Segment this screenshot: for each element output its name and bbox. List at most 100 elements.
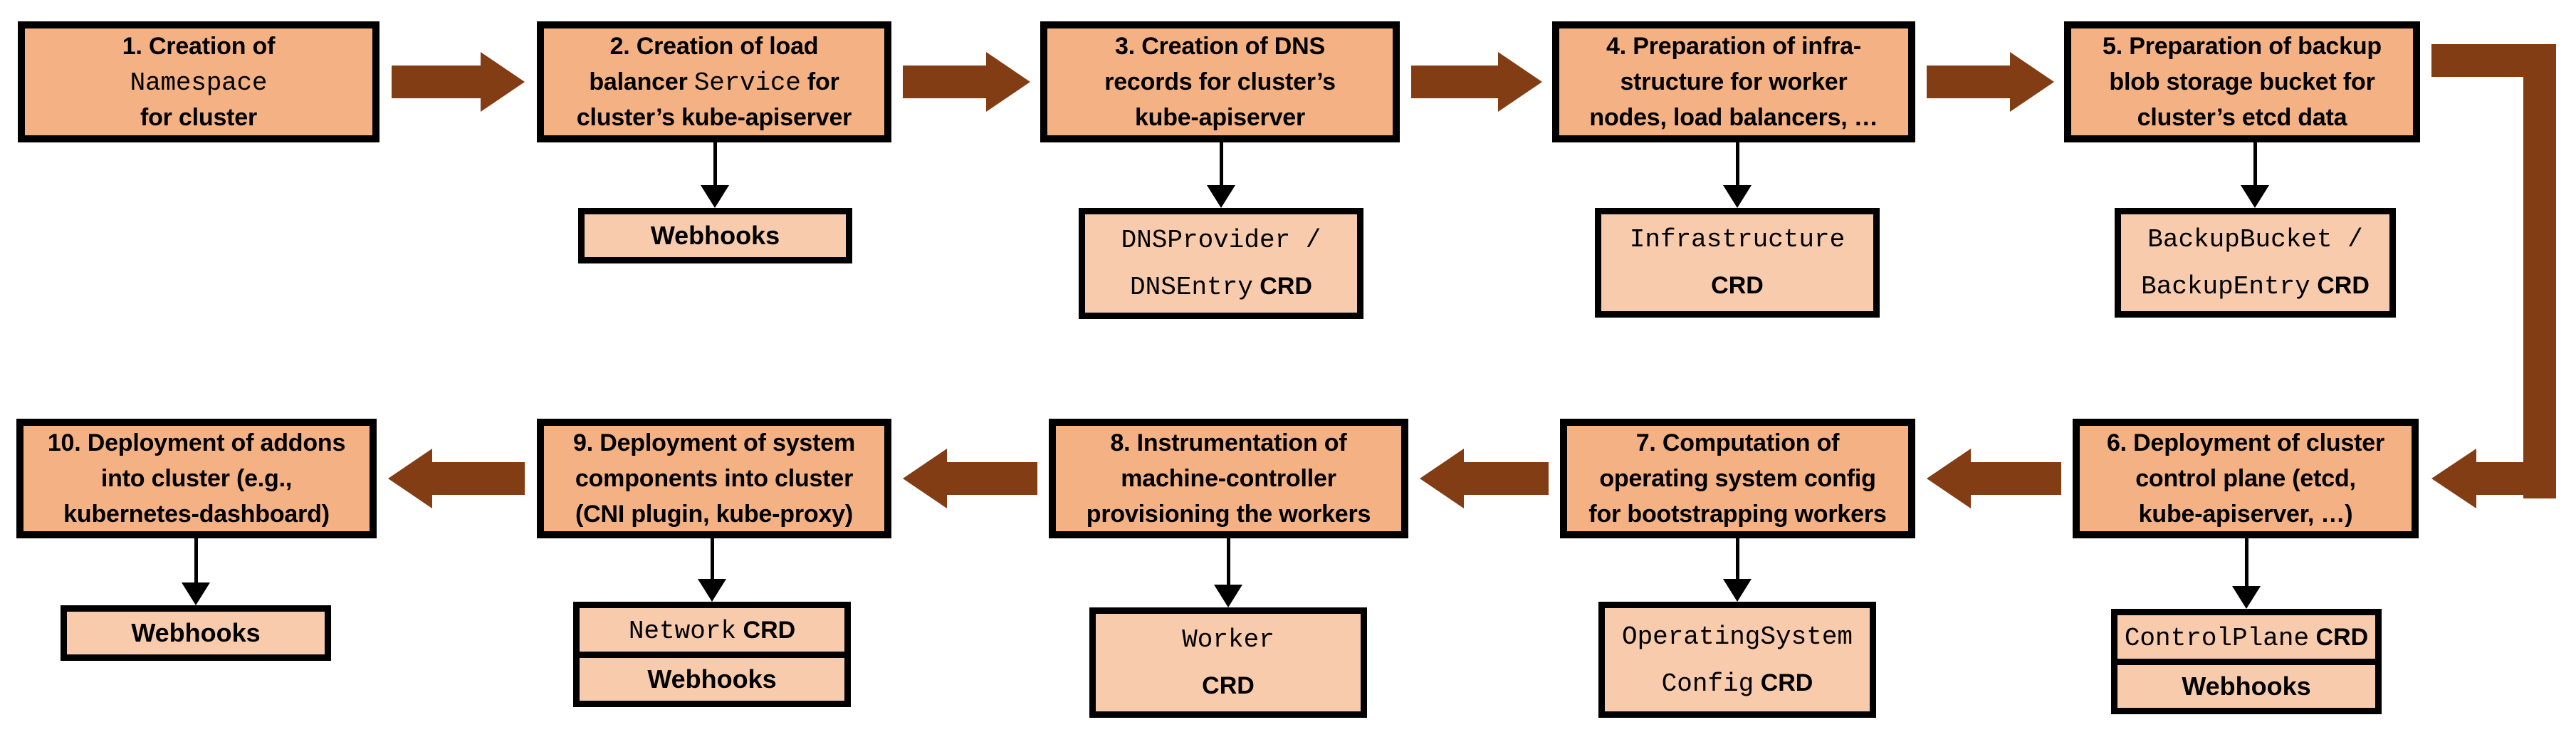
flow-arrow-7-8 [1420,449,1549,508]
connector-shaft [2244,538,2248,586]
text-line: blob storage bucket for [2109,64,2375,100]
label-text: blob storage bucket for [2109,68,2375,95]
text-line: 10. Deployment of addons [47,425,346,461]
label-text: control plane (etcd, [2135,465,2356,492]
code-text: OperatingSystem [1621,622,1853,652]
connector-arrowhead [1723,185,1752,208]
label-text: Webhooks [647,664,777,694]
label-text: for cluster [140,104,258,131]
text-line: control plane (etcd, [2135,461,2356,496]
connector-step-5-crd [2241,142,2269,208]
step-2-webhooks-box: Webhooks [578,208,852,263]
text-line: for bootstrapping workers [1588,496,1886,532]
connector-step-7-crd [1723,538,1752,602]
connector-arrowhead [182,582,210,605]
text-line: cluster’s etcd data [2137,100,2347,135]
text-line: provisioning the workers [1087,496,1371,532]
connector-arrowhead [2232,586,2261,609]
text-line: 1. Creation of [122,28,276,64]
code-text: Infrastructure [1629,225,1845,254]
step-6-crd-webhooks-box: ControlPlane CRD Webhooks [2111,609,2382,714]
label-text: records for cluster’s [1104,68,1336,95]
label-text: kubernetes-dashboard) [63,501,330,528]
flow-arrow-head [1927,449,1971,508]
label-text: 2. Creation of load [609,33,819,60]
flow-arrow-head [903,449,947,508]
label-text: 3. Creation of DNS [1115,33,1325,60]
elbow-arrowhead [2431,449,2476,508]
label-text: components into cluster [575,465,854,492]
step-2-box: 2. Creation of load balancer Service for c… [537,21,891,142]
flow-arrow-tail [392,66,481,98]
flow-arrow-tail [947,462,1037,495]
connector-step-4-crd [1723,142,1752,208]
flow-arrow-tail [1411,66,1498,98]
flow-arrow-head [481,52,525,112]
connector-shaft [710,538,714,579]
label-text: Webhooks [131,618,261,647]
text-line: OperatingSystem [1622,615,1853,660]
step-9-crd-webhooks-box: Network CRD Webhooks [573,602,851,707]
code-text: Worker [1182,625,1274,654]
connector-step-2-webhooks [701,142,729,208]
text-line: (CNI plugin, kube-proxy) [575,496,853,532]
text-line: ControlPlane CRD [2125,616,2368,657]
step-6-crd-cell: ControlPlane CRD [2117,615,2375,659]
flow-arrow-tail [1464,462,1549,495]
connector-shaft [194,538,198,582]
code-text: BackupEntry [2141,272,2310,301]
text-line: balancer Service for [589,64,839,100]
label-text: 10. Deployment of addons [47,429,346,456]
connector-step-10-webhooks [182,538,210,605]
flow-arrow-2-3 [903,52,1030,112]
connector-shaft [1226,538,1230,585]
flow-arrow-head [1420,449,1464,508]
label-text: 5. Preparation of backup [2103,33,2382,60]
connector-shaft [1735,538,1739,579]
connector-arrowhead [2241,185,2269,208]
text-line: Webhooks [647,659,776,700]
label-text: 6. Deployment of cluster [2106,429,2385,456]
connector-step-8-crd [1214,538,1242,607]
label-text: for [800,68,839,95]
label-text: operating system config [1599,465,1876,492]
connector-shaft [713,142,717,185]
text-line: records for cluster’s [1104,64,1336,100]
text-line: kubernetes-dashboard) [63,496,330,532]
text-line: Namespace [130,64,268,100]
flow-arrow-head [1498,52,1542,112]
label-text: cluster’s etcd data [2137,104,2347,131]
label-text: cluster’s kube-apiserver [576,104,852,131]
flow-arrow-tail [432,462,525,495]
flow-arrow-8-9 [903,449,1037,508]
label-text: structure for worker [1620,68,1848,95]
label-text: 7. Computation of [1635,429,1840,456]
label-text: nodes, load balancers, … [1589,104,1878,131]
flow-arrow-1-2 [392,52,525,112]
label-text: balancer [589,68,694,95]
crd-label: CRD [2309,624,2369,652]
step-4-box: 4. Preparation of infra-structure for wo… [1552,21,1915,142]
flow-arrow-head [986,52,1030,112]
text-line: DNSEntry CRD [1130,263,1312,309]
label-text: Webhooks [650,221,780,250]
text-line: DNSProvider / [1121,218,1321,263]
flow-arrow-9-10 [388,449,525,508]
text-line: Webhooks [2182,666,2310,707]
text-line: Infrastructure [1630,217,1845,263]
text-line: BackupBucket / [2147,217,2362,263]
text-line: nodes, load balancers, … [1589,100,1878,135]
text-line: CRD [1711,263,1764,308]
text-line: Webhooks [651,215,780,256]
flow-arrow-tail [1971,462,2061,495]
connector-step-9-crd [698,538,726,602]
label-text: Webhooks [2182,671,2311,701]
label-text: into cluster (e.g., [100,465,293,492]
elbow-bottom-bar [2476,462,2556,495]
text-line: 2. Creation of load [610,28,819,64]
